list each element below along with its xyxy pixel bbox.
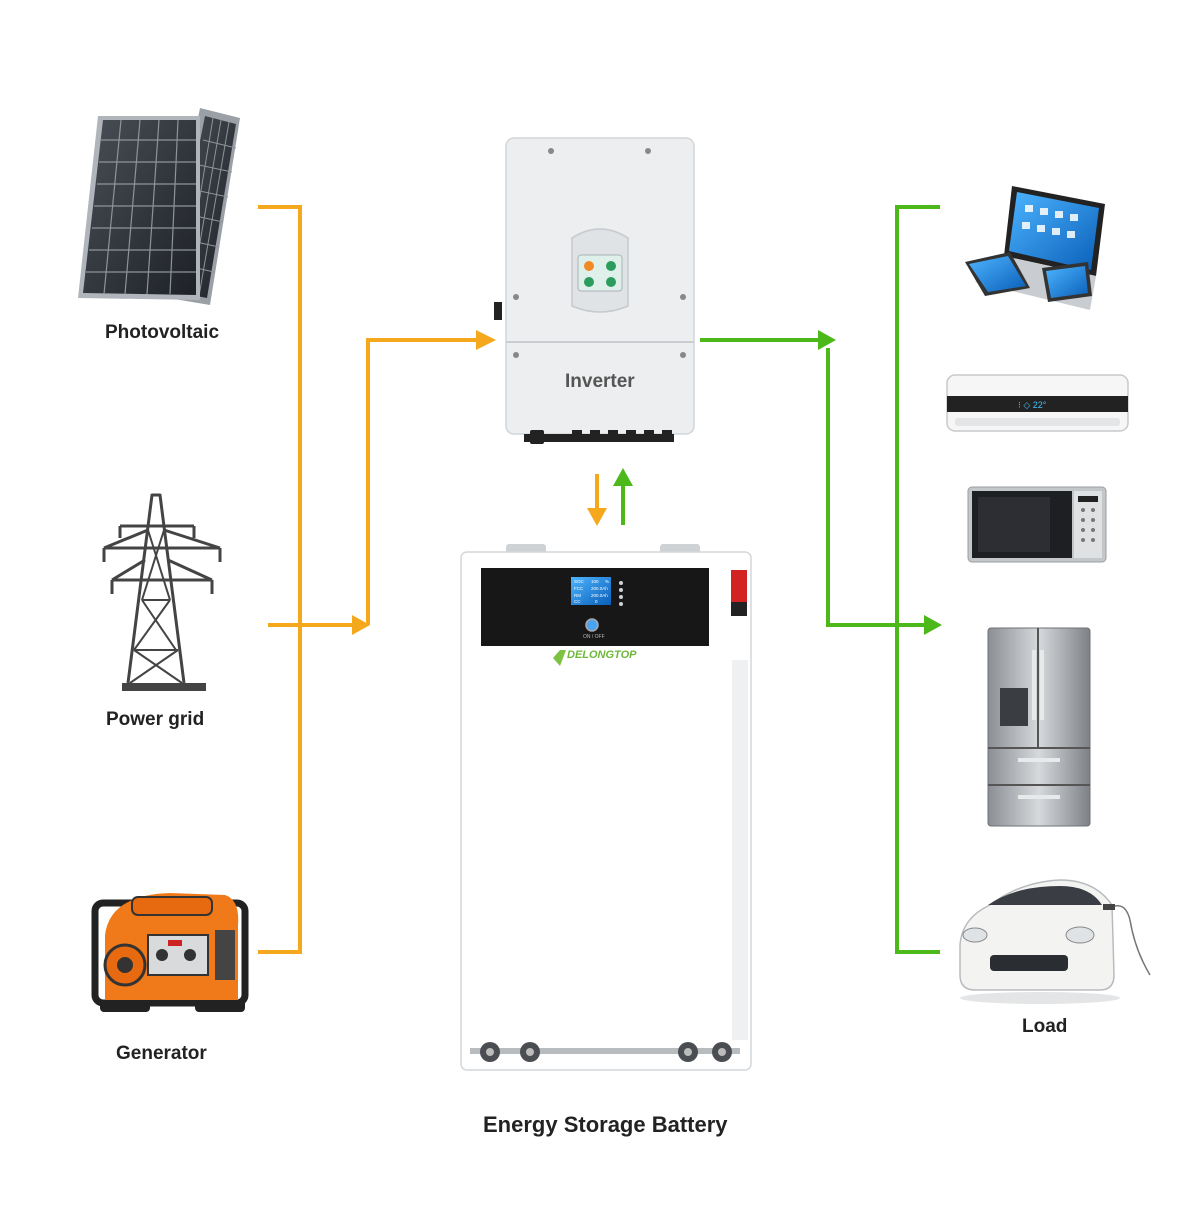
- svg-text:FCC: FCC: [574, 586, 584, 591]
- inverter-icon: [494, 137, 695, 444]
- svg-text:0: 0: [595, 599, 598, 604]
- input-flow-lines: [258, 205, 599, 954]
- svg-text:CC: CC: [574, 599, 581, 604]
- svg-text:100: 100: [591, 579, 599, 584]
- transmission-tower-icon: [102, 493, 222, 684]
- laptop-tablet-phone-icon: [965, 186, 1105, 310]
- power-grid-label: Power grid: [106, 709, 205, 730]
- battery-cabinet-icon: SOC 100% FCC 200.0Ah RM 200.0Ah CC 0: [460, 544, 752, 1071]
- refrigerator-icon: [987, 627, 1091, 827]
- solar-panel-icon: [78, 108, 240, 305]
- svg-text:200.0Ah: 200.0Ah: [591, 586, 608, 591]
- input-flow-arrows: [352, 330, 607, 635]
- load-label: Load: [1022, 1016, 1068, 1037]
- svg-text:⁝ ◇ 22°: ⁝ ◇ 22°: [1018, 400, 1047, 410]
- svg-text:%: %: [605, 579, 609, 584]
- inverter-label: Inverter: [565, 371, 635, 392]
- svg-text:200.0Ah: 200.0Ah: [591, 593, 608, 598]
- output-flow-arrows: [613, 330, 942, 635]
- battery-wheels: [470, 1042, 740, 1062]
- air-conditioner-icon: ⁝ ◇ 22°: [946, 374, 1129, 432]
- battery-power-switch-label: ON / OFF: [583, 634, 605, 640]
- microwave-icon: [967, 486, 1107, 563]
- generator-icon: [91, 893, 249, 1012]
- photovoltaic-label: Photovoltaic: [105, 322, 220, 343]
- tower-base: [122, 683, 206, 691]
- output-flow-lines: [621, 205, 940, 954]
- electric-car-icon: [959, 879, 1151, 1004]
- generator-label: Generator: [116, 1043, 207, 1064]
- battery-brand-logo: DELONGTOP: [567, 649, 637, 661]
- battery-label: Energy Storage Battery: [483, 1112, 728, 1137]
- svg-text:SOC: SOC: [574, 579, 585, 584]
- svg-text:RM: RM: [574, 593, 581, 598]
